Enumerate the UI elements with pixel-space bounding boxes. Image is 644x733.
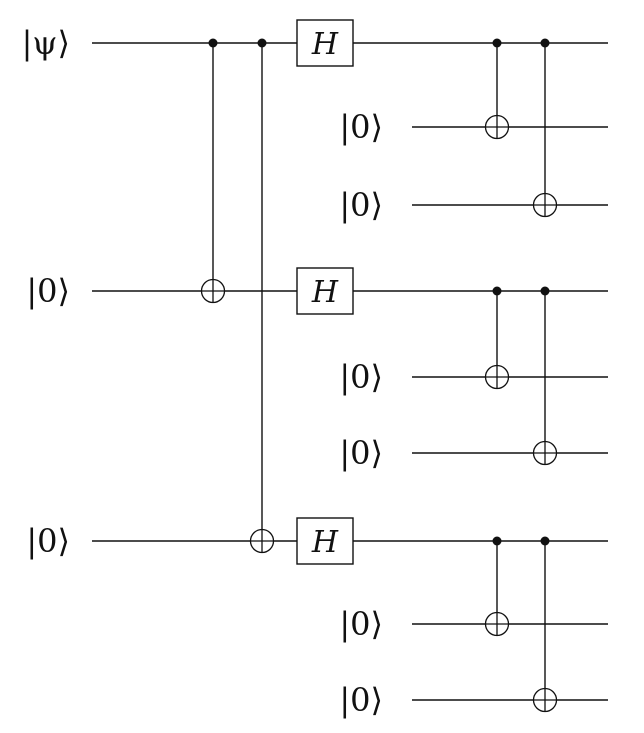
hadamard-gate-3: H [296, 267, 354, 315]
control-dot [540, 286, 550, 296]
control-dot [492, 38, 502, 48]
hadamard-box [296, 517, 354, 565]
control-dot [257, 38, 267, 48]
control-dot [492, 286, 502, 296]
target-xor [484, 611, 510, 637]
qubit-label-4: |0⟩ [339, 358, 383, 396]
qubit-label-7: |0⟩ [339, 605, 383, 643]
control-dot [540, 38, 550, 48]
cnot-gate-3-4 [484, 286, 510, 390]
qubit-labels: |ψ⟩ |0⟩ |0⟩ |0⟩ |0⟩ |0⟩ |0⟩ |0⟩ |0⟩ [22, 24, 383, 719]
qubit-label-1: |0⟩ [339, 108, 383, 146]
control-dot [492, 536, 502, 546]
hadamard-box [296, 19, 354, 67]
hadamard-gate-6: H [296, 517, 354, 565]
target-xor [249, 528, 275, 554]
hadamard-label: H [311, 275, 339, 310]
cnot-gate-0-1 [484, 38, 510, 140]
target-xor [484, 114, 510, 140]
gates-layer: H H H [200, 19, 558, 713]
qubit-label-5: |0⟩ [339, 434, 383, 472]
control-dot [540, 536, 550, 546]
hadamard-gate-0: H [296, 19, 354, 67]
cnot-gate-0-6 [249, 38, 275, 554]
target-xor [200, 278, 226, 304]
qubit-label-0: |ψ⟩ [22, 24, 70, 62]
qubit-label-2: |0⟩ [339, 186, 383, 224]
cnot-gate-0-2 [532, 38, 558, 218]
control-dot [208, 38, 218, 48]
target-xor [532, 687, 558, 713]
hadamard-box [296, 267, 354, 315]
cnot-gate-0-3 [200, 38, 226, 304]
hadamard-label: H [311, 525, 339, 560]
target-xor [484, 364, 510, 390]
hadamard-label: H [311, 27, 339, 62]
qubit-label-6: |0⟩ [26, 522, 70, 560]
target-xor [532, 440, 558, 466]
cnot-gate-6-8 [532, 536, 558, 713]
cnot-gate-3-5 [532, 286, 558, 466]
cnot-gate-6-7 [484, 536, 510, 637]
qubit-label-8: |0⟩ [339, 681, 383, 719]
target-xor [532, 192, 558, 218]
qubit-label-3: |0⟩ [26, 272, 70, 310]
